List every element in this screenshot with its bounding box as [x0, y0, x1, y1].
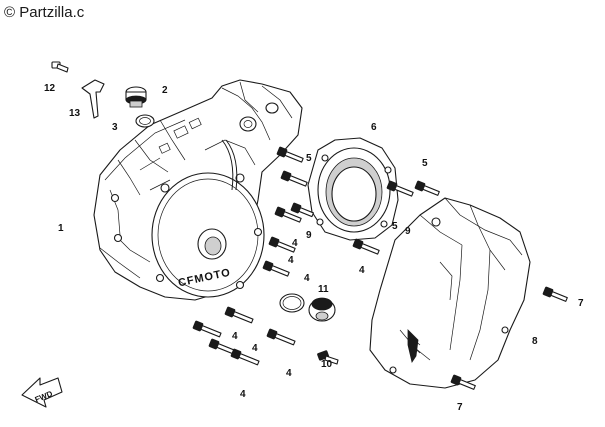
part-o-ring [279, 293, 305, 313]
callout-5: 5 [306, 153, 312, 164]
callout-4: 4 [252, 343, 258, 354]
callout-4: 4 [240, 389, 246, 400]
callout-5: 5 [422, 158, 428, 169]
callout-7: 7 [578, 298, 584, 309]
watermark: © Partzilla.c [4, 4, 85, 21]
part-3-o-ring [135, 114, 155, 128]
callout-9: 9 [306, 230, 312, 241]
callout-1: 1 [58, 223, 64, 234]
callout-7: 7 [457, 402, 463, 413]
callout-4: 4 [288, 255, 294, 266]
part-10-bolt [317, 350, 339, 365]
callout-labels: 1 2 3 4 4 4 4 4 4 4 4 5 5 5 6 7 7 8 9 9 … [44, 83, 584, 413]
callout-12: 12 [44, 83, 56, 94]
callout-8: 8 [532, 336, 538, 347]
callout-13: 13 [69, 108, 81, 119]
bolt-set [192, 146, 568, 390]
part-8-sprocket-cover [369, 197, 531, 389]
callout-4: 4 [292, 238, 298, 249]
part-6-inner-cover [307, 137, 399, 241]
part-12-bolt [51, 61, 69, 73]
part-crankcase-cover: CFMOTO [93, 79, 303, 301]
callout-4: 4 [232, 331, 238, 342]
callout-9: 9 [405, 226, 411, 237]
callout-11: 11 [318, 284, 329, 295]
part-11-plug [308, 297, 336, 322]
fwd-arrow: FWD [21, 377, 63, 408]
callout-5: 5 [392, 221, 398, 232]
callout-4: 4 [359, 265, 365, 276]
callout-6: 6 [371, 122, 377, 133]
callout-4: 4 [304, 273, 310, 284]
callout-3: 3 [112, 122, 118, 133]
part-2-oil-plug [125, 86, 147, 108]
callout-2: 2 [162, 85, 168, 96]
callout-4: 4 [286, 368, 292, 379]
part-13-bracket [81, 79, 105, 119]
callout-10: 10 [321, 359, 333, 370]
